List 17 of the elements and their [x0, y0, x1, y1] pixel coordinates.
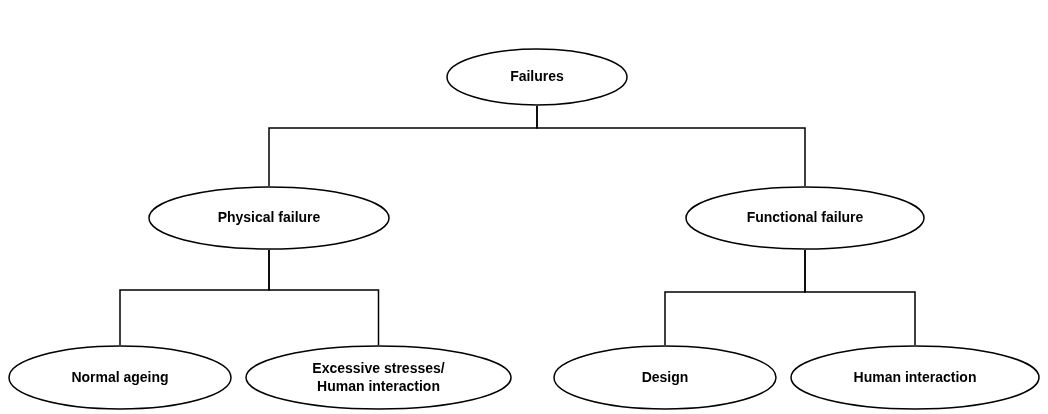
node-label: Design	[640, 368, 690, 387]
node-label: Human interaction	[852, 368, 978, 387]
node-label: Functional failure	[745, 209, 865, 227]
connector-line	[804, 249, 916, 346]
ellipse-node	[553, 345, 777, 410]
connector-line	[536, 105, 806, 187]
node-label: Physical failure	[216, 209, 322, 227]
node-label: Failures	[509, 68, 565, 86]
node-label: Excessive stresses/ Human interaction	[311, 360, 446, 395]
ellipse-node	[790, 345, 1040, 410]
ellipse-node	[245, 345, 512, 410]
ellipse-node	[446, 48, 628, 106]
node-label: Normal ageing	[70, 368, 170, 387]
connector-line	[268, 249, 380, 346]
ellipse-node	[685, 186, 925, 250]
ellipse-node	[8, 345, 232, 410]
ellipse-node	[148, 186, 390, 250]
